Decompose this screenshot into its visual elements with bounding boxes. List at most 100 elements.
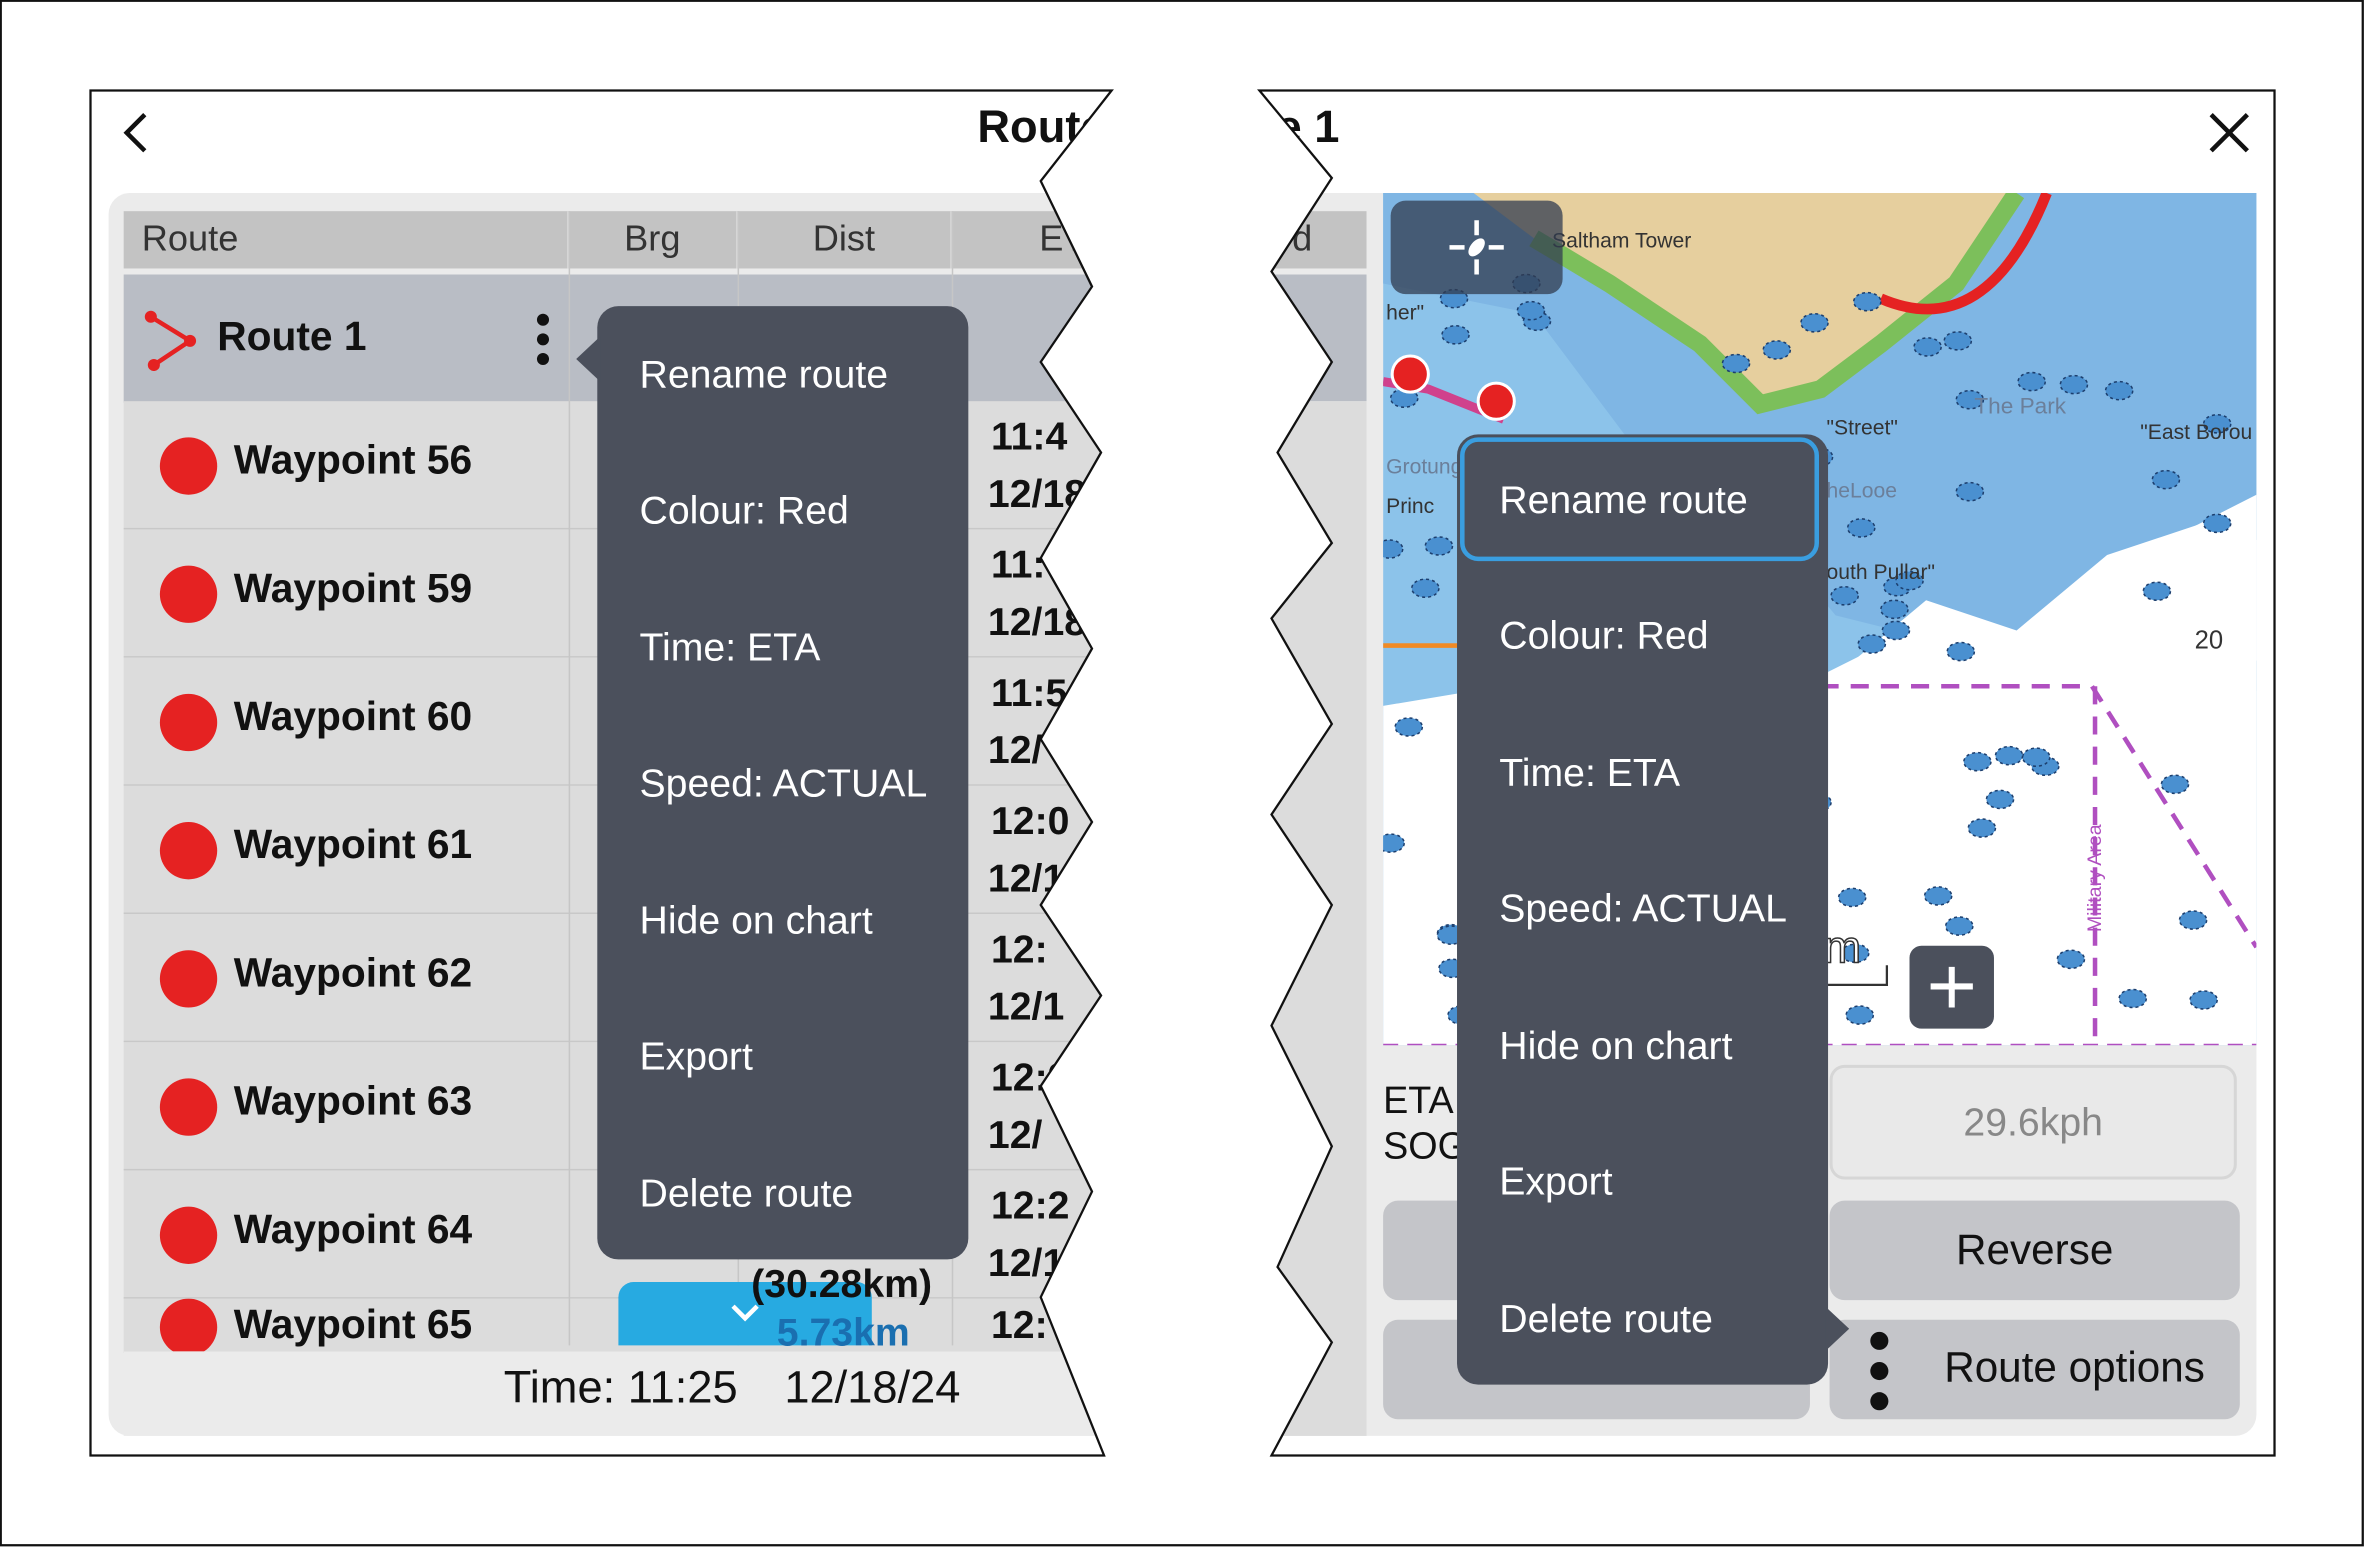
waypoint-name: Waypoint 64 (233, 1206, 473, 1252)
close-icon (2209, 113, 2249, 153)
waypoint-icon (159, 1078, 218, 1136)
map-label: Military Area (2084, 824, 2106, 932)
menu-item-rename-route[interactable]: Rename route (639, 351, 889, 397)
route-options-button[interactable]: Route options (1829, 1319, 2240, 1420)
sounding-mark (1955, 481, 1985, 502)
sounding-mark (1516, 300, 1546, 321)
menu-item-colour[interactable]: Colour: Red (1499, 612, 1709, 658)
eta-date: 12/ (987, 727, 1043, 773)
waypoint-icon (159, 822, 218, 880)
sounding-mark (1880, 599, 1909, 620)
menu-item-hide-on-chart[interactable]: Hide on chart (639, 897, 873, 943)
reverse-button[interactable]: Reverse (1829, 1200, 2240, 1301)
route-more-options-button[interactable] (528, 311, 558, 371)
eta-time: 12:0 (990, 797, 1070, 844)
sounding-mark (1852, 291, 1882, 312)
map-label: outh Pullar" (1827, 561, 1935, 584)
sounding-mark (1846, 518, 1876, 538)
sounding-mark (2104, 380, 2134, 401)
sounding-mark (1985, 789, 2015, 810)
map-label: "Street" (1827, 416, 1898, 439)
map-label: The Park (1974, 393, 2066, 418)
waypoint-icon (159, 950, 218, 1008)
sounding-mark (2178, 910, 2208, 930)
dist-value: 5.73km (776, 1309, 910, 1355)
waypoint-name: Waypoint 60 (233, 693, 473, 740)
waypoint-name: Waypoint 63 (233, 1078, 473, 1124)
sounding-mark (2017, 371, 2047, 392)
eta-date: 12/18 (987, 1239, 1087, 1286)
sounding-mark (1837, 887, 1867, 908)
menu-item-rename-route[interactable]: Rename route (1499, 476, 1748, 522)
column-header-route[interactable]: Route (123, 211, 569, 269)
eta-time: 11:4 (990, 413, 1068, 459)
menu-item-delete-route[interactable]: Delete route (639, 1170, 854, 1216)
eta-date: 12/18 (987, 598, 1087, 645)
close-button[interactable] (2208, 112, 2250, 154)
speed-input[interactable]: 29.6kph (1829, 1064, 2237, 1180)
sounding-mark (2059, 374, 2089, 395)
eta-time: 12: (990, 1301, 1048, 1347)
waypoint-name: Waypoint 65 (233, 1301, 473, 1347)
route-context-menu: Rename route Colour: Red Time: ETA Speed… (1457, 434, 1850, 1385)
sog-label: SOG (1383, 1125, 1467, 1168)
menu-item-speed[interactable]: Speed: ACTUAL (1499, 885, 1788, 931)
sounding-mark (2118, 988, 2148, 1009)
sounding-mark (2160, 774, 2190, 795)
eta-date: 12/18 (987, 470, 1087, 516)
column-header-dist[interactable]: Dist (737, 211, 952, 269)
zoom-in-button[interactable] (1909, 945, 1994, 1029)
eta-time: 12:2 (990, 1182, 1070, 1228)
waypoint-name: Waypoint 62 (233, 950, 473, 996)
eta-date: 12/1 (987, 855, 1065, 901)
waypoint-marker[interactable] (1476, 381, 1516, 421)
menu-item-time[interactable]: Time: ETA (639, 624, 821, 670)
map-label: Grotung (1386, 456, 1462, 479)
sounding-mark (1424, 536, 1454, 556)
sounding-mark (1946, 641, 1976, 662)
menu-item-export[interactable]: Export (639, 1033, 753, 1079)
table-fragment (1259, 401, 1367, 1436)
sounding-mark (1994, 745, 2024, 766)
page-title: Route 1 (1173, 102, 1340, 153)
center-position-button[interactable] (1390, 200, 1563, 295)
menu-pointer (576, 336, 601, 382)
sounding-mark (2056, 949, 2086, 970)
sounding-mark (1923, 886, 1953, 906)
map-label: Saltham Tower (1552, 229, 1691, 252)
more-vertical-icon (1870, 1331, 1889, 1411)
sounding-mark (1411, 578, 1440, 599)
menu-item-delete-route[interactable]: Delete route (1499, 1295, 1713, 1341)
sounding-mark (1963, 751, 1992, 772)
route-row-fragment (1259, 274, 1367, 402)
menu-item-export[interactable]: Export (1499, 1158, 1613, 1204)
page-title: Route 1 (977, 102, 1144, 153)
sounding-mark (1857, 634, 1887, 654)
back-button[interactable] (118, 109, 154, 157)
route-name: Route 1 (217, 313, 367, 359)
map-label: "East Borou (2140, 421, 2252, 444)
eta-date: 12/1 (987, 983, 1065, 1029)
menu-item-time[interactable]: Time: ETA (1499, 749, 1681, 795)
menu-item-speed[interactable]: Speed: ACTUAL (639, 760, 928, 806)
map-label: Princ (1386, 495, 1434, 518)
eta-date: 12/ (987, 1111, 1043, 1157)
sounding-mark (2189, 990, 2218, 1010)
route-context-menu: Rename route Colour: Red Time: ETA Speed… (576, 306, 969, 1260)
menu-item-colour[interactable]: Colour: Red (639, 487, 849, 533)
sounding-mark (1943, 331, 1973, 351)
eta-time: 12:2 (990, 1054, 1070, 1100)
waypoint-icon (159, 437, 218, 495)
waypoint-marker[interactable] (1390, 354, 1430, 394)
sounding-mark (1394, 717, 1424, 737)
waypoint-name: Waypoint 56 (233, 437, 473, 483)
column-header-brg[interactable]: Brg (568, 211, 738, 269)
sounding-mark (2202, 513, 2232, 534)
column-header-eta[interactable]: ETA (951, 211, 1112, 269)
map-label: her" (1386, 302, 1424, 325)
sounding-mark (2151, 469, 2181, 490)
menu-item-hide-on-chart[interactable]: Hide on chart (1499, 1022, 1733, 1068)
sounding-mark (1441, 325, 1470, 345)
sounding-mark (1913, 337, 1942, 357)
sounding-mark (2142, 581, 2172, 602)
